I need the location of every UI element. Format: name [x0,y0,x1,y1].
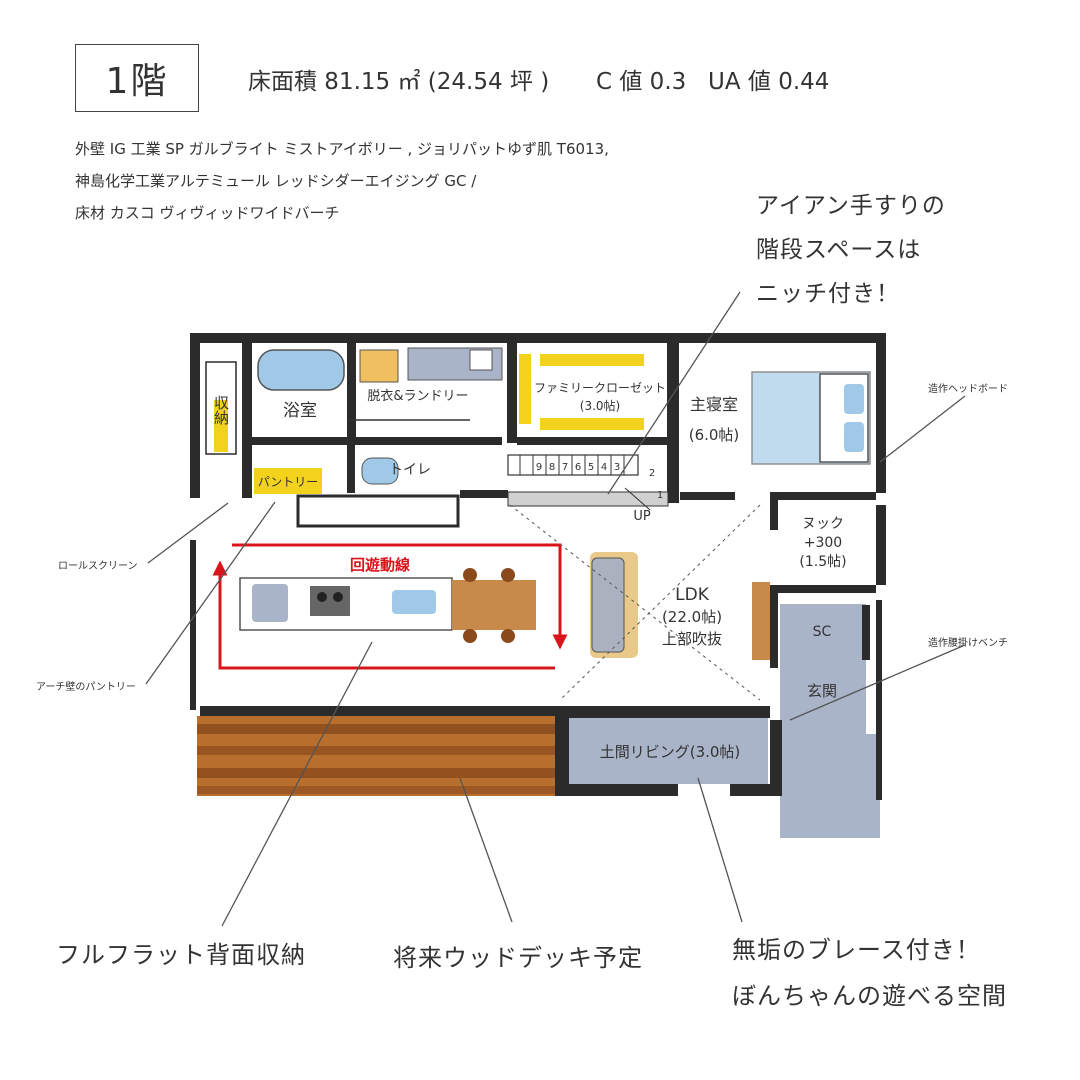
brace-label-line-1: 無垢のブレース付き！ [732,936,981,964]
stair-step-7: 7 [562,462,568,473]
stair-up-label: UP [633,509,651,524]
wood-deck-area [197,716,555,796]
roll-screen-note: ロールスクリーン [58,561,138,572]
pillow-1 [844,384,864,414]
material-line-2: 神島化学工業アルテミュール レッドシダーエイジング GC / [75,172,477,190]
roll-screen-leader [147,502,229,564]
stair-arrow [624,487,651,511]
headboard-leader [879,395,966,463]
entrance-bench [752,582,770,660]
ldk-size: (22.0帖) [662,608,722,626]
stair-step-2: 2 [649,468,655,479]
material-line-3: 床材 カスコ ヴィヴィッドワイドバーチ [75,204,340,222]
dining-table [452,580,536,630]
brace-label-line-2: ぼんちゃんの遊べる空間 [732,982,1007,1010]
kitchen-sink [252,584,288,622]
chair-2 [501,568,515,582]
sofa [591,557,625,653]
doma-living-area [568,604,880,838]
nook-level: +300 [804,535,842,551]
stair-niche-callout-line-1: アイアン手すりの [756,193,946,219]
brace-leader [697,777,743,923]
stair-step-5: 5 [588,462,594,473]
stair-step-9: 9 [536,462,542,473]
chair-4 [501,629,515,643]
staircase [507,454,669,507]
headboard-note: 造作ヘッドボード [928,384,1008,395]
nook-label: ヌック [802,516,844,532]
void-line-2 [559,504,761,701]
full-flat-storage-label: フルフラット背面収納 [56,941,306,969]
cooktop [310,586,350,616]
bench-leader [789,644,966,721]
doma-living-label: 土間リビング(3.0帖) [600,743,741,761]
stair-niche-callout-line-3: ニッチ付き！ [756,281,900,307]
nook-size: (1.5帖) [799,554,846,570]
arch-pantry-note: アーチ壁のパントリー [36,682,136,693]
bathtub [257,349,345,391]
closet-rail-bottom [540,418,644,430]
circulation-arrow-right [232,543,568,650]
stair-step-4: 4 [601,462,607,473]
bench-note: 造作腰掛けベンチ [928,638,1008,649]
circulation-label: 回遊動線 [350,556,410,574]
chair-1 [463,568,477,582]
toilet-label: トイレ [389,462,431,478]
master-bed-size: (6.0帖) [689,426,740,444]
toilet-fixture [361,457,399,485]
family-closet-size: (3.0帖) [580,398,620,413]
ldk-label: LDK [675,585,710,605]
floor-label-box: 1階 [75,44,199,112]
master-bed-label: 主寝室 [690,395,738,414]
full-flat-leader [221,641,373,927]
pillow-2 [844,422,864,452]
pantry-label: パントリー [258,475,319,489]
burner-2 [333,592,343,602]
island-sink [392,590,436,614]
chair-3 [463,629,477,643]
stair-step-8: 8 [549,462,555,473]
shoe-closet-label: SC [813,624,832,640]
closet-rail-side [519,354,531,424]
entrance-label: 玄関 [807,682,837,700]
laundry-label: 脱衣&ランドリー [367,388,468,404]
walls [190,333,886,800]
circulation-arrow-left [212,560,555,670]
ua-value: UA 値 0.44 [708,69,830,95]
arch-pantry-leader [145,501,276,685]
floor-area: 床面積 81.15 ㎡ (24.54 坪 ) [248,69,550,95]
washer [359,349,399,383]
storage-highlight [214,400,228,452]
stair-niche-callout-line-2: 階段スペースは [756,237,922,263]
c-value: C 値 0.3 [596,69,687,95]
closet-rail-top [540,354,644,366]
stair-step-1: 1 [657,490,663,501]
stair-step-6: 6 [575,462,581,473]
stair-niche-leader [607,291,741,495]
storage-label: 収納 [212,395,230,426]
material-line-1: 外壁 IG 工業 SP ガルブライト ミストアイボリー , ジョリパットゆず肌 … [75,140,609,158]
family-closet-label: ファミリークローゼット [534,381,666,395]
sink [469,349,493,371]
pantry-shelf [254,468,322,494]
wood-deck-label: 将来ウッドデッキ予定 [393,944,643,972]
ldk-note: 上部吹抜 [662,630,722,648]
floor-label: 1階 [105,61,169,102]
burner-1 [317,592,327,602]
wood-deck-leader [459,777,513,923]
bath-label: 浴室 [283,401,317,421]
stair-step-3: 3 [614,462,620,473]
